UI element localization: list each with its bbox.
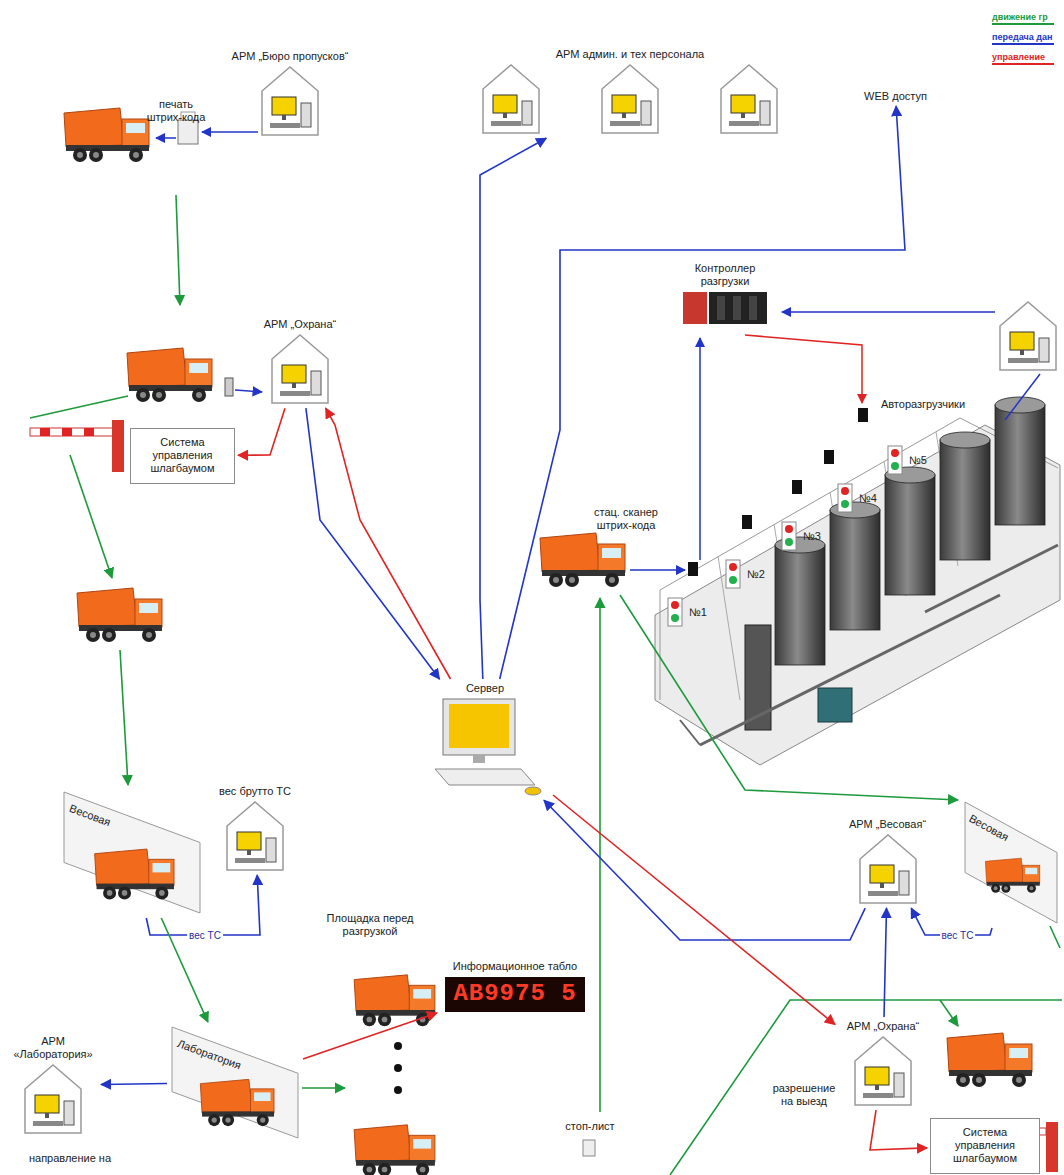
- annotation-label: стоп-лист: [560, 1120, 620, 1133]
- board-heading: Информационное табло: [440, 960, 590, 973]
- node-text: WEB доступ: [858, 90, 933, 103]
- legend-entry: управление: [992, 52, 1054, 65]
- connector: [884, 908, 887, 1017]
- workstation-node: АРМ админ. и тех персонала: [445, 48, 815, 135]
- annotation-label: №5: [906, 454, 930, 467]
- workstation-node: Сервер: [420, 682, 550, 797]
- server-computer: [425, 697, 545, 797]
- annotation-label: стац. сканер штрих-кода: [586, 506, 666, 532]
- annotation-label: печать штрих-кода: [140, 98, 212, 124]
- workstation-node: Контроллер разгрузки: [675, 262, 775, 326]
- control-box: Система управления шлагбаумом: [130, 428, 235, 484]
- connector: [553, 795, 835, 1025]
- workstation-icon: [853, 1035, 913, 1107]
- node-heading: АРМ „Весовая“: [835, 818, 940, 831]
- station-panel: Весовая: [963, 800, 1059, 925]
- box-text: Система управления шлагбаумом: [935, 1126, 1035, 1166]
- legend-text: движение гр: [992, 12, 1048, 22]
- legend-line-sample: [992, 63, 1054, 65]
- annotation-label: №1: [686, 606, 710, 619]
- node-heading: АРМ „Охрана“: [838, 1020, 928, 1033]
- legend-entry: движение гр: [992, 12, 1054, 25]
- legend-entry: передача дан: [992, 32, 1054, 45]
- legend-line-sample: [992, 43, 1054, 45]
- workstation-icon: [719, 63, 779, 135]
- annotation-label: №4: [856, 492, 880, 505]
- annotation-label: №3: [800, 530, 824, 543]
- board-display: AB9975 5: [445, 977, 584, 1012]
- connector: [101, 1084, 167, 1085]
- workstation-icon: [23, 1063, 83, 1135]
- box-text: Система управления шлагбаумом: [135, 436, 230, 476]
- workstation-node: АРМ „Охрана“: [838, 1020, 928, 1107]
- connector: [303, 1013, 437, 1059]
- annotation-label: №2: [744, 568, 768, 581]
- workstation-row: [445, 61, 815, 135]
- annotation-label: разрешение на выезд: [768, 1082, 840, 1108]
- connector: [326, 408, 451, 679]
- node-heading: АРМ „Бюро пропусков“: [225, 50, 355, 63]
- connector-label: вес ТС: [940, 930, 976, 941]
- connector: [870, 1110, 927, 1150]
- connector: [238, 408, 285, 455]
- workstation-node: WEB доступ: [858, 90, 933, 103]
- connector: [480, 138, 546, 679]
- control-box: Система управления шлагбаумом: [930, 1118, 1040, 1174]
- station-panel: Лаборатория: [170, 1025, 300, 1140]
- node-heading: АРМ «Лаборатория»: [8, 1035, 98, 1061]
- node-heading: АРМ „Охрана“: [255, 318, 345, 331]
- legend-line-sample: [992, 23, 1054, 25]
- legend-text: управление: [992, 52, 1045, 62]
- annotation-label: Авторазгрузчики: [873, 398, 973, 411]
- legend-text: передача дан: [992, 32, 1052, 42]
- workstation-node: АРМ «Лаборатория»: [8, 1035, 98, 1135]
- plc-controller: [683, 290, 767, 326]
- workstation-icon: [260, 65, 320, 137]
- workstation-icon: [270, 333, 330, 405]
- annotation-label: направление на: [20, 1152, 120, 1165]
- node-heading: вес брутто ТС: [205, 785, 305, 798]
- workstation-icon: [481, 63, 541, 135]
- workstation-icon: [858, 833, 918, 905]
- workstation-icon: [600, 63, 660, 135]
- workstation-node: Информационное таблоAB9975 5: [440, 960, 590, 1012]
- node-heading: Контроллер разгрузки: [675, 262, 775, 288]
- workstation-node: АРМ „Охрана“: [255, 318, 345, 405]
- connector: [500, 106, 905, 679]
- station-panel: Весовая: [62, 790, 202, 915]
- workstation-node: АРМ „Бюро пропусков“: [225, 50, 355, 137]
- workstation-node: вес брутто ТС: [205, 785, 305, 872]
- annotation-label: Площадка перед разгрузкой: [322, 912, 418, 938]
- workstation-icon: [225, 800, 285, 872]
- workstation-node: АРМ „Весовая“: [835, 818, 940, 905]
- node-heading: Сервер: [420, 682, 550, 695]
- group-heading: АРМ админ. и тех персонала: [445, 48, 815, 61]
- connector-label: вес ТС: [187, 930, 223, 941]
